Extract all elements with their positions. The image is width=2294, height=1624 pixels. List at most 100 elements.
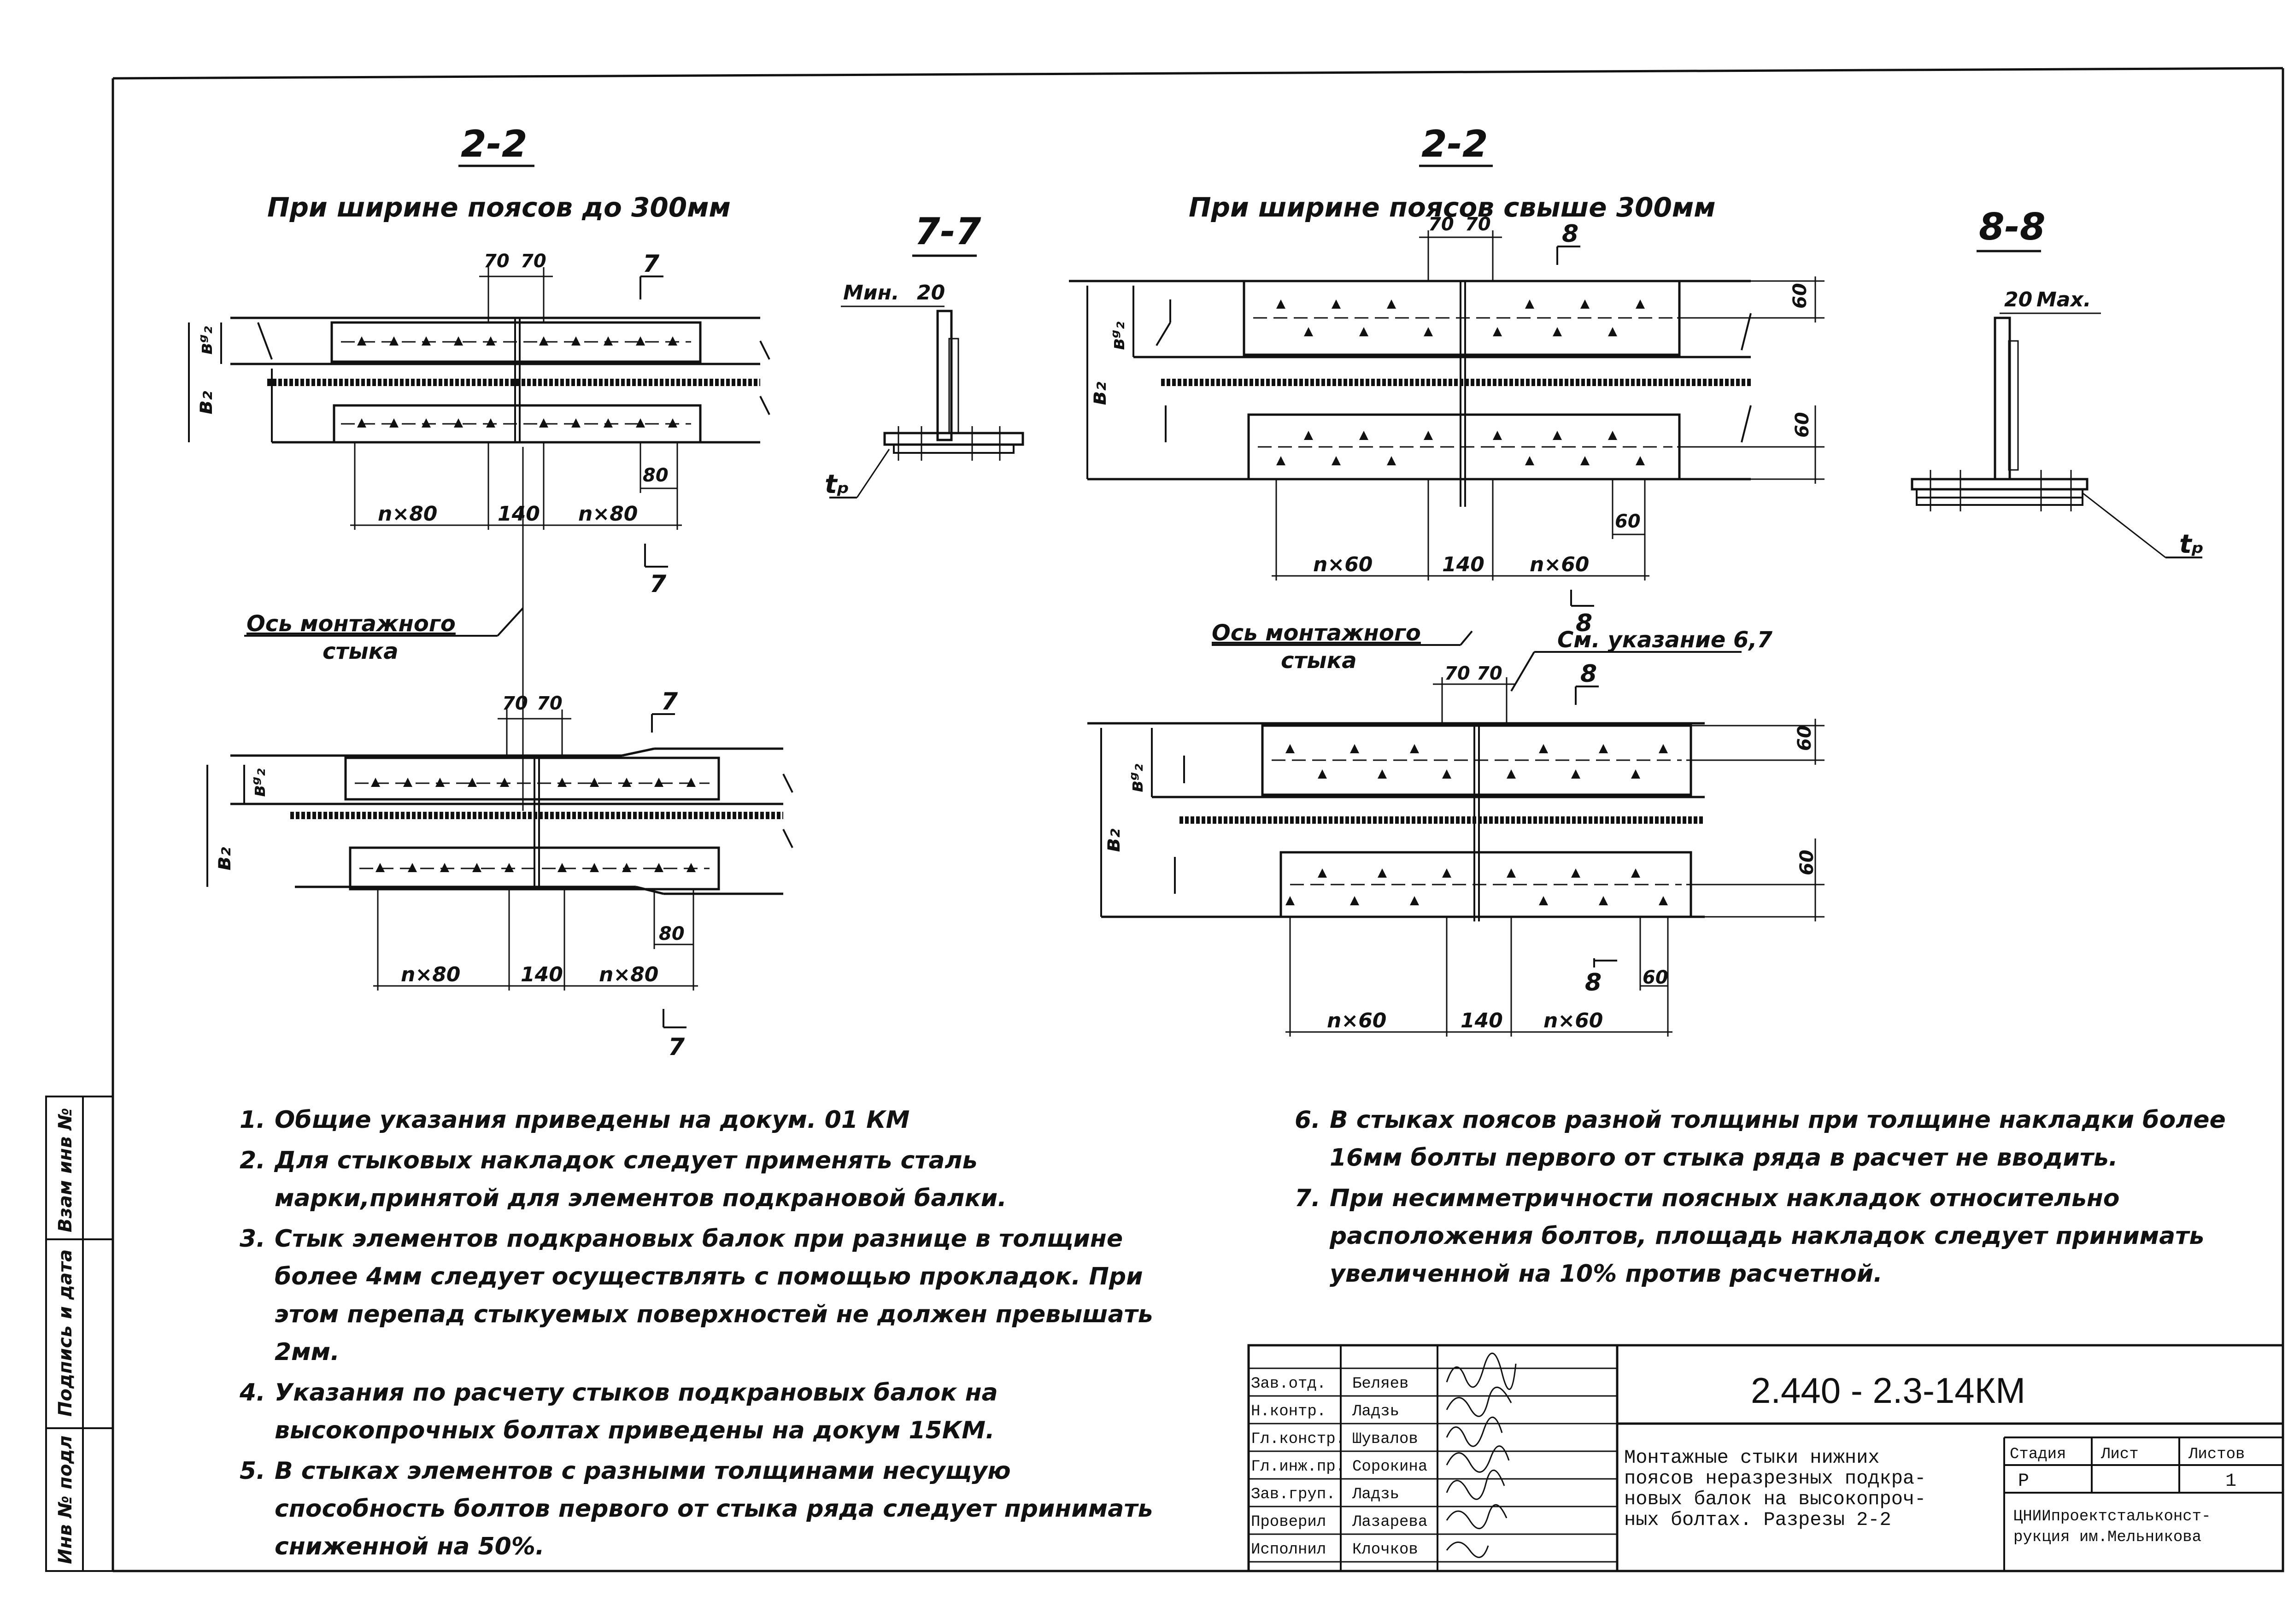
left-b-label-top: вᵍ₂ xyxy=(195,326,217,355)
right-view-subtitle: При ширине поясов свыше 300мм xyxy=(1189,192,1716,223)
note-2: 2.Для стыковых накладок следует применят… xyxy=(240,1147,1007,1212)
sig-name-5: Ладзь xyxy=(1352,1486,1399,1503)
left-b2-label-bottom: в₂ xyxy=(210,847,236,871)
left-lower-dim-n-right: n×80 xyxy=(599,963,658,986)
right-lower-dim-n-left: n×60 xyxy=(1327,1009,1386,1032)
left-dim-70b: 70 xyxy=(521,251,546,272)
stamp-replace-label: Взам инв № xyxy=(55,1108,76,1232)
left-view-subtitle: При ширине поясов до 300мм xyxy=(267,192,731,223)
left-dim-n-right: n×80 xyxy=(578,502,638,526)
org-line-1: ЦНИИпроектстальконст- xyxy=(2013,1508,2211,1525)
section-8-t-label: tₚ xyxy=(2179,529,2204,559)
right-dim-edge-bottom: 60 xyxy=(1615,511,1641,532)
right-view: 2-2 При ширине поясов свыше 300мм вᵍ₂ в₂ xyxy=(1069,123,1825,1037)
note-7: 7.При несимметричности поясных накладок … xyxy=(1295,1184,2205,1288)
right-lower-bolts xyxy=(1285,744,1668,905)
left-lower-dim-70a: 70 xyxy=(502,693,528,714)
right-dim-edge-mid: 60 xyxy=(1792,412,1813,438)
left-upper-bolts xyxy=(357,336,677,428)
sig-role-4: Гл.инж.пр. xyxy=(1251,1458,1345,1476)
section-8-dim: 20 xyxy=(2004,288,2032,311)
right-ref-note: См. указание 6,7 xyxy=(1557,627,1773,653)
right-lower-dim-70a: 70 xyxy=(1444,663,1470,684)
left-dim-center: 140 xyxy=(498,502,540,526)
left-section-mark-top: 7 xyxy=(643,250,660,278)
handwritten-signatures xyxy=(1446,1352,1517,1558)
section-8-title: 8-8 xyxy=(1979,205,2046,248)
left-lower-dim-70b: 70 xyxy=(537,693,563,714)
section-7-min-label: Мин. xyxy=(843,281,899,305)
description-line-2: поясов неразрезных подкра- xyxy=(1624,1467,1926,1489)
right-lower-dim-center: 140 xyxy=(1461,1009,1503,1032)
right-dim-center: 140 xyxy=(1442,553,1484,576)
stamp-inv-label: Инв № подл xyxy=(55,1436,76,1564)
left-lower-dim-center: 140 xyxy=(521,963,563,986)
right-b2-label-bottom: в₂ xyxy=(1099,829,1125,852)
notes-left: 1.Общие указания приведены на докум. 01 … xyxy=(240,1101,1161,1568)
right-lower-dim-n-right: n×60 xyxy=(1543,1009,1603,1032)
left-lower-section-mark-bottom: 7 xyxy=(668,1033,685,1061)
sig-name-1: Беляев xyxy=(1352,1375,1408,1393)
right-lower-dim-70b: 70 xyxy=(1477,663,1502,684)
left-lower-dim-n-left: n×80 xyxy=(401,963,460,986)
sig-role-5: Зав.груп. xyxy=(1251,1486,1336,1503)
note-3: 3.Стык элементов подкрановых балок при р… xyxy=(240,1225,1153,1366)
right-lower-section-mark-top: 8 xyxy=(1580,660,1597,688)
right-lower-dim-edge-top: 60 xyxy=(1794,725,1815,751)
description-line-4: ных болтах. Разрезы 2-2 xyxy=(1624,1509,1891,1531)
right-dim-70a: 70 xyxy=(1428,214,1454,235)
sig-name-4: Сорокина xyxy=(1352,1458,1427,1476)
right-dim-70b: 70 xyxy=(1465,214,1491,235)
right-dim-n-right: n×60 xyxy=(1530,553,1589,576)
section-8-8: 8-8 20 Мах. tₚ xyxy=(1911,205,2204,559)
left-b-label-bottom: вᵍ₂ xyxy=(248,768,270,797)
sig-role-6: Проверил xyxy=(1251,1513,1326,1531)
note-1: 1.Общие указания приведены на докум. 01 … xyxy=(240,1106,910,1134)
sig-role-1: Зав.отд. xyxy=(1251,1375,1326,1393)
right-axis-label-2: стыка xyxy=(1281,648,1357,674)
section-7-t-label: tₚ xyxy=(825,469,850,499)
right-upper-bolts xyxy=(1276,299,1645,465)
description-line-3: новых балок на высокопроч- xyxy=(1624,1488,1926,1510)
sig-role-3: Гл.констр. xyxy=(1251,1431,1345,1448)
left-lower-bolts xyxy=(371,778,696,872)
left-dim-70a: 70 xyxy=(484,251,510,272)
right-b-label-top: вᵍ₂ xyxy=(1108,322,1129,350)
doc-code: 2.440 - 2.3-14КМ xyxy=(1751,1370,2025,1411)
note-6: 6.В стыках поясов разной толщины при тол… xyxy=(1295,1106,2226,1172)
right-section-mark-bottom: 8 xyxy=(1576,610,1592,637)
right-axis-label-1: Ось монтажного xyxy=(1212,620,1421,646)
right-view-title: 2-2 xyxy=(1421,123,1488,165)
section-7-7: 7-7 Мин. 20 tₚ xyxy=(825,210,1024,499)
right-dim-edge-top: 60 xyxy=(1789,283,1811,309)
side-stamp: Инв № подл Подпись и дата Взам инв № xyxy=(45,1096,114,1572)
sig-role-2: Н.контр. xyxy=(1251,1403,1326,1420)
right-b-label-bottom: вᵍ₂ xyxy=(1126,764,1147,792)
left-dim-n-left: n×80 xyxy=(378,502,437,526)
left-axis-label-2: стыка xyxy=(323,639,399,664)
left-section-mark-bottom: 7 xyxy=(650,570,667,598)
stage-header: Стадия xyxy=(2010,1446,2066,1463)
left-lower-section-mark-top: 7 xyxy=(661,688,678,715)
note-4: 4.Указания по расчету стыков подкрановых… xyxy=(240,1379,998,1444)
right-b2-label-top: в₂ xyxy=(1085,382,1111,405)
sheet-header: Лист xyxy=(2100,1446,2139,1463)
left-lower-dim-edge: 80 xyxy=(659,923,685,944)
note-5: 5.В стыках элементов с разными толщинами… xyxy=(240,1457,1153,1560)
left-b2-label-top: в₂ xyxy=(192,391,217,415)
right-lower-section-mark-bottom: 8 xyxy=(1585,969,1602,997)
right-section-mark-top: 8 xyxy=(1562,220,1578,248)
sheets-value: 1 xyxy=(2225,1471,2236,1492)
section-7-dim: 20 xyxy=(917,281,945,305)
org-line-2: рукция им.Мельникова xyxy=(2013,1529,2201,1546)
notes-right: 6.В стыках поясов разной толщины при тол… xyxy=(1295,1101,2262,1296)
sheets-header: Листов xyxy=(2188,1446,2245,1463)
left-view: 2-2 При ширине поясов до 300мм вᵍ₂ в₂ xyxy=(188,123,793,1061)
left-axis-label-1: Ось монтажного xyxy=(246,611,456,637)
description-line-1: Монтажные стыки нижних xyxy=(1624,1447,1880,1469)
section-8-max-label: Мах. xyxy=(2036,288,2091,311)
stage-value: Р xyxy=(2018,1471,2029,1492)
right-dim-n-left: n×60 xyxy=(1313,553,1373,576)
title-block: 2.440 - 2.3-14КМ Зав.отд. Беляев Н.контр… xyxy=(1247,1344,2284,1572)
